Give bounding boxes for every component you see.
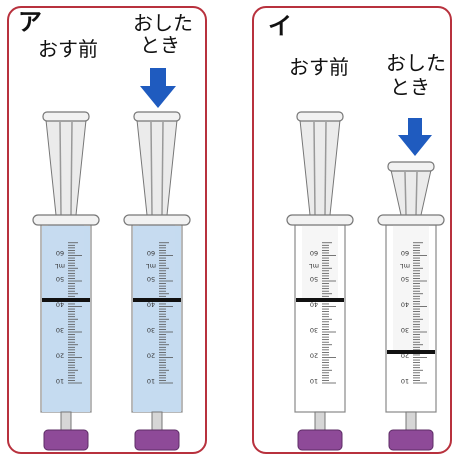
rubber-stopper: [134, 429, 180, 451]
tick-label: mL: [146, 262, 156, 270]
plunger-inner: [393, 225, 429, 352]
tick-label: 10: [310, 377, 318, 385]
plunger-rod: [299, 119, 341, 216]
stopper-mark: [133, 298, 181, 302]
tick-label: 20: [147, 352, 155, 360]
plunger-inner: [48, 225, 84, 300]
plunger-rod: [45, 119, 87, 216]
nozzle: [405, 411, 417, 431]
tick-label: 30: [401, 326, 409, 334]
tick-label: 50: [147, 275, 155, 283]
tick-label: 40: [147, 301, 155, 309]
tick-label: 20: [401, 352, 409, 360]
stopper-mark: [387, 350, 435, 354]
tick-label: 50: [310, 275, 318, 283]
plunger-rib: [324, 121, 327, 216]
stopper-mark: [42, 298, 90, 302]
plunger-rib: [59, 121, 62, 216]
tick-label: 40: [56, 301, 64, 309]
press-down-arrow-icon-a: [140, 68, 176, 108]
press-down-arrow-icon-i: [398, 118, 432, 156]
rubber-stopper: [388, 429, 434, 451]
plunger-rib: [150, 121, 153, 216]
tick-label: 60: [56, 249, 64, 257]
tick-label: 60: [401, 249, 409, 257]
panel-a-before-caption: おす前: [38, 37, 98, 61]
tick-label: 10: [56, 377, 64, 385]
finger-flange: [377, 214, 445, 226]
plunger-rod: [390, 169, 432, 216]
tick-label: 50: [401, 275, 409, 283]
nozzle: [314, 411, 326, 431]
tick-label: mL: [55, 262, 65, 270]
panel-i-before-caption: おす前: [289, 55, 349, 79]
tick-label: 30: [56, 326, 64, 334]
tick-label: 50: [56, 275, 64, 283]
tick-label: 60: [310, 249, 318, 257]
stopper-mark: [296, 298, 344, 302]
tick-label: 30: [310, 326, 318, 334]
panel-i-after-caption-line2: とき: [390, 75, 430, 99]
tick-label: 20: [56, 352, 64, 360]
plunger-inner: [139, 225, 175, 300]
tick-label: 40: [401, 301, 409, 309]
plunger-rib: [404, 171, 407, 216]
panel-i-after-caption-line1: おした: [386, 51, 446, 75]
plunger-cap: [42, 111, 90, 122]
tick-label: 20: [310, 352, 318, 360]
plunger-cap: [296, 111, 344, 122]
tick-label: 40: [310, 301, 318, 309]
finger-flange: [286, 214, 354, 226]
rubber-stopper: [297, 429, 343, 451]
tick-label: 30: [147, 326, 155, 334]
tick-label: mL: [400, 262, 410, 270]
panel-a-after-caption-line1: おした: [133, 11, 193, 35]
plunger-rib: [161, 121, 164, 216]
plunger-rib: [415, 171, 418, 216]
tick-label: 10: [147, 377, 155, 385]
panel-i-label: イ: [268, 12, 292, 40]
panel-a-label: ア: [18, 8, 42, 36]
tick-label: 60: [147, 249, 155, 257]
finger-flange: [123, 214, 191, 226]
plunger-cap: [133, 111, 181, 122]
plunger-rib: [70, 121, 73, 216]
nozzle: [151, 411, 163, 431]
nozzle: [60, 411, 72, 431]
tick-label: 10: [401, 377, 409, 385]
finger-flange: [32, 214, 100, 226]
plunger-rib: [313, 121, 316, 216]
syringe-a-after: 10 20 30 40 50 mL 60: [123, 111, 191, 451]
rubber-stopper: [43, 429, 89, 451]
plunger-inner: [302, 225, 338, 300]
syringe-a-before: 10 20 30 40 50 mL 60: [32, 111, 100, 451]
plunger-cap: [387, 161, 435, 172]
plunger-rod: [136, 119, 178, 216]
syringe-i-before: 10 20 30 40 50 mL 60: [286, 111, 354, 451]
syringe-i-after: 10 20 30 40 50 mL 60: [377, 161, 445, 451]
panel-a-after-caption-line2: とき: [140, 33, 180, 57]
tick-label: mL: [309, 262, 319, 270]
